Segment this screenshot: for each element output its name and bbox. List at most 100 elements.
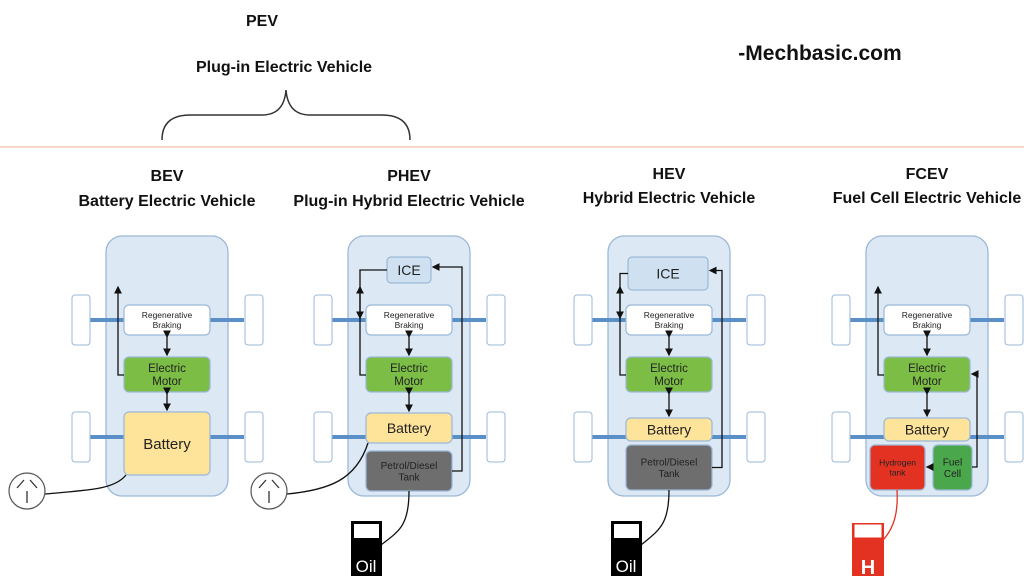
arrow-motor-wheel <box>874 285 884 376</box>
battery-label: Battery <box>387 420 431 436</box>
electric-motor-label: Electric <box>908 363 946 375</box>
battery-label: Battery <box>905 421 949 437</box>
vehicle-name: Battery Electric Vehicle <box>79 193 256 210</box>
electric-motor-label: Electric <box>148 363 186 375</box>
vehicle-name: Plug-in Hybrid Electric Vehicle <box>293 193 524 210</box>
battery: Battery <box>123 411 211 476</box>
vehicle-abbr: FCEV <box>906 166 949 183</box>
regenerative-braking-label: Braking <box>153 320 182 330</box>
watermark: -Mechbasic.com <box>738 42 901 65</box>
socket-pin <box>271 479 280 489</box>
wheel <box>486 411 506 463</box>
wheel <box>486 294 506 346</box>
pev-subtitle: Plug-in Electric Vehicle <box>196 59 372 76</box>
battery-box <box>123 411 211 476</box>
plug-socket-icon <box>8 472 46 510</box>
regenerative-braking-label: Regenerative <box>142 310 193 320</box>
battery-box <box>365 412 453 444</box>
wheel <box>831 294 851 346</box>
hydrogen-pump-window <box>853 523 883 539</box>
vehicle-name: Fuel Cell Electric Vehicle <box>833 190 1022 207</box>
electric-motor-label: Electric <box>390 363 428 375</box>
vehicle-abbr: PHEV <box>387 168 431 185</box>
electric-motor-label: Motor <box>912 376 942 388</box>
fuel-tank-label: Tank <box>658 469 680 480</box>
electric-motor-label: Motor <box>394 376 424 388</box>
wheel <box>244 294 264 346</box>
ice-label: ICE <box>656 266 679 282</box>
fuel-cell-label: Cell <box>944 469 961 480</box>
fuel-hose <box>640 489 670 546</box>
vehicle-name: Hybrid Electric Vehicle <box>583 190 756 207</box>
wheel <box>746 294 766 346</box>
wheel <box>313 294 333 346</box>
wheel <box>831 411 851 463</box>
socket-pin <box>16 479 25 489</box>
vehicle-abbr: BEV <box>151 168 184 185</box>
charging-cable <box>44 474 127 495</box>
arrow-ice-wheel <box>616 272 628 320</box>
fuel-pump-window <box>614 524 639 538</box>
arrow-tank-ice <box>431 263 463 472</box>
wheel <box>71 294 91 346</box>
pev-brace <box>161 89 411 141</box>
electric-motor-label: Electric <box>650 363 688 375</box>
battery-label: Battery <box>647 421 691 437</box>
fuel-tank-label: Petrol/Diesel <box>381 461 438 472</box>
fuel-hose <box>380 490 410 546</box>
fuel-tank-label: Tank <box>398 472 420 483</box>
regenerative-braking-label: Regenerative <box>902 310 953 320</box>
wheel <box>573 411 593 463</box>
battery: Battery <box>365 412 453 444</box>
electric-motor-label: Motor <box>152 376 182 388</box>
battery-box <box>625 417 713 442</box>
regenerative-braking-label: Braking <box>913 320 942 330</box>
arrow-motor-wheel <box>114 285 124 376</box>
regenerative-braking-label: Braking <box>655 320 684 330</box>
battery: Battery <box>625 417 713 442</box>
arrow-fuelcell-motor <box>970 370 979 468</box>
regenerative-braking-label: Braking <box>395 320 424 330</box>
vehicle-fcev: FCEV Fuel Cell Electric VehicleRegenerati… <box>831 166 1024 576</box>
electric-motor-label: Motor <box>654 376 684 388</box>
regenerative-braking-label: Regenerative <box>644 310 695 320</box>
plug-socket-icon <box>250 472 288 510</box>
wheel <box>573 294 593 346</box>
hydrogen-tank-label: Hydrogen <box>879 458 916 468</box>
wheel <box>1004 294 1024 346</box>
ice-label: ICE <box>397 262 420 278</box>
regenerative-braking-label: Regenerative <box>384 310 435 320</box>
wheel <box>746 411 766 463</box>
arrow-tank-ice <box>708 266 723 469</box>
arrow-ice-wheel <box>356 269 387 320</box>
wheel <box>71 411 91 463</box>
hydrogen-tank-label: tank <box>889 467 906 477</box>
wheel <box>244 411 264 463</box>
battery-box <box>883 417 971 442</box>
socket-pin <box>29 479 38 489</box>
battery-label: Battery <box>143 436 191 453</box>
wheel <box>313 411 333 463</box>
wheel <box>1004 411 1024 463</box>
hydrogen-pump-label: H <box>861 557 875 576</box>
pev-title: PEV <box>246 13 278 30</box>
charging-cable <box>286 442 369 495</box>
socket-pin <box>258 479 267 489</box>
fuel-pump-label: Oil <box>356 557 377 576</box>
fuel-pump-window <box>354 524 379 538</box>
vehicle-abbr: HEV <box>653 166 686 183</box>
fuel-pump-label: Oil <box>616 557 637 576</box>
